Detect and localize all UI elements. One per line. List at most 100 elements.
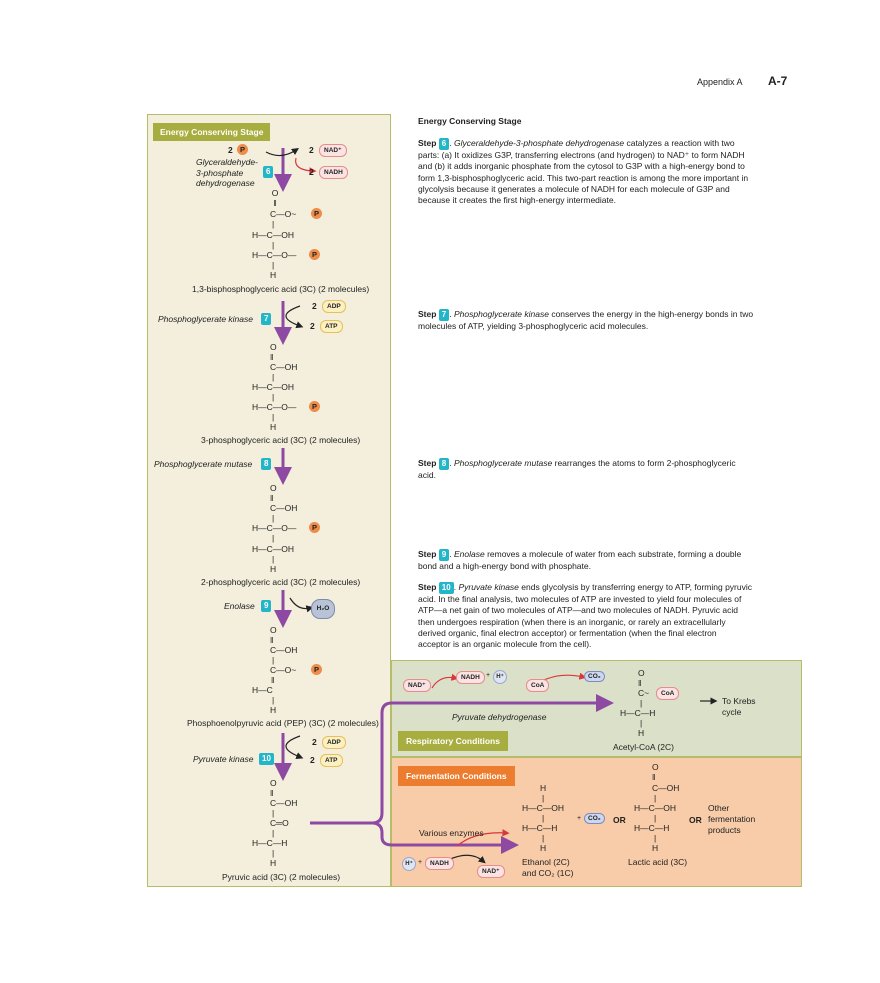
ethanol-c2: H—C—H: [522, 823, 558, 833]
resp-coa-pill: CoA: [526, 679, 550, 692]
ethanol-bond1: |: [542, 793, 545, 803]
mol2-bond3: |: [272, 412, 275, 422]
mol2-o: O‖: [270, 342, 277, 362]
resp-h-ion: H⁺: [493, 670, 507, 684]
nadh-pill: NADH: [319, 166, 348, 179]
acetyl-bond1: |: [640, 698, 643, 708]
mol2-h: H: [270, 422, 277, 432]
mol1-name: 1,3-bisphosphoglyceric acid (3C) (2 mole…: [192, 284, 370, 294]
resp-co2: CO₂: [584, 671, 605, 682]
coef-nadh: 2: [309, 167, 314, 177]
mol5-c3: H—C—H: [252, 838, 288, 848]
mol2-bond1: |: [272, 372, 275, 382]
mol3-c3: H—C—OH: [252, 544, 295, 554]
step-badge-9: 9: [261, 600, 272, 612]
atp-pill-7: ATP: [320, 320, 343, 333]
mol4-c1: C—OH: [270, 645, 298, 655]
mol2-c1: C—OH: [270, 362, 298, 372]
mol2-c3: H—C—O—: [252, 402, 297, 412]
mol3-h: H: [270, 564, 277, 574]
mol5-c1: C—OH: [270, 798, 298, 808]
other-products: Other fermentation products: [708, 803, 756, 835]
ethanol-name: Ethanol (2C) and CO₂ (1C): [522, 857, 574, 878]
ethanol-c1: H—C—OH: [522, 803, 565, 813]
acetyl-name: Acetyl-CoA (2C): [613, 742, 674, 752]
mol3-bond2: |: [272, 533, 275, 543]
coef-adp-10: 2: [312, 737, 317, 747]
lactic-h: H: [652, 843, 659, 853]
mol5-o: O‖: [270, 778, 277, 798]
stage-label: Energy Conserving Stage: [153, 123, 271, 141]
page-number: A-7: [768, 74, 788, 88]
right-title: Energy Conserving Stage: [418, 116, 522, 126]
phosphate-p-mol3: P: [309, 522, 320, 533]
ethanol-h-top: H: [540, 783, 547, 793]
acetyl-c2: H—C—H: [620, 708, 656, 718]
mol4-bond3: |: [272, 695, 275, 705]
various-enzymes: Various enzymes: [419, 828, 484, 838]
mol1-bond1: |: [272, 219, 275, 229]
resp-nadh-pill: NADH: [456, 671, 485, 684]
coef-adp-7: 2: [312, 301, 317, 311]
fermentation-label: Fermentation Conditions: [398, 766, 515, 786]
mol1-c3: H—C—O—: [252, 250, 297, 260]
mol1-structure: O ‖: [271, 188, 279, 208]
acetyl-h: H: [638, 728, 645, 738]
mol5-bond3: |: [272, 848, 275, 858]
phosphate-p-mol1a: P: [311, 208, 322, 219]
enzyme-step10: Pyruvate kinase: [193, 754, 254, 764]
mol4-c3: H—C: [252, 685, 273, 695]
step-badge-6: 6: [263, 166, 274, 178]
coef-atp-7: 2: [310, 321, 315, 331]
lactic-o: O‖: [652, 762, 659, 782]
lactic-bond2: |: [654, 813, 657, 823]
adp-pill-7: ADP: [322, 300, 346, 313]
mol1-bond2: |: [272, 240, 275, 250]
lactic-c1: C—OH: [652, 783, 680, 793]
mol5-bond2: |: [272, 828, 275, 838]
lactic-bond1: |: [654, 793, 657, 803]
phosphate-p-mol1b: P: [309, 249, 320, 260]
adp-pill-10: ADP: [322, 736, 346, 749]
mol4-c2: C—O~: [270, 665, 297, 675]
resp-enzyme: Pyruvate dehydrogenase: [452, 712, 547, 722]
atp-pill-10: ATP: [320, 754, 343, 767]
mol4-h: H: [270, 705, 277, 715]
mol3-bond1: |: [272, 513, 275, 523]
acetyl-coa-pill: CoA: [656, 687, 680, 700]
ferm-plus: +: [418, 859, 423, 866]
phosphate-p-step6: P: [237, 144, 248, 155]
mol3-bond3: |: [272, 554, 275, 564]
mol2-bond2: |: [272, 392, 275, 402]
ferm-nadh-pill: NADH: [425, 857, 454, 870]
acetyl-o: O‖: [638, 668, 645, 688]
ethanol-h-bottom: H: [540, 843, 547, 853]
mol4-bond1: |: [272, 655, 275, 665]
mol1-c1: C—O~: [270, 209, 297, 219]
mol3-c2: H—C—O—: [252, 523, 297, 533]
mol3-o: O‖: [270, 483, 277, 503]
nad-pill: NAD⁺: [319, 144, 347, 157]
phosphate-p-mol2: P: [309, 401, 320, 412]
acetyl-bond2: |: [640, 718, 643, 728]
step-badge-8: 8: [261, 458, 272, 470]
enzyme-step7: Phosphoglycerate kinase: [158, 314, 253, 324]
step10-text: Step 10. Pyruvate kinase ends glycolysis…: [418, 582, 752, 650]
mol5-bond1: |: [272, 808, 275, 818]
mol5-c2: C═O: [270, 818, 289, 828]
mol5-h: H: [270, 858, 277, 868]
coef-nad: 2: [309, 145, 314, 155]
resp-nad-pill: NAD⁺: [403, 679, 431, 692]
or-1: OR: [613, 815, 626, 825]
mol2-name: 3-phosphoglyceric acid (3C) (2 molecules…: [201, 435, 361, 445]
mol1-c2: H—C—OH: [252, 230, 295, 240]
mol3-name: 2-phosphoglyceric acid (3C) (2 molecules…: [201, 577, 361, 587]
acetyl-c1: C~: [638, 688, 650, 698]
ethanol-bond3: |: [542, 833, 545, 843]
step6-text: Step 6. Glyceraldehyde-3-phosphate dehyd…: [418, 138, 749, 206]
enzyme-step6: Glyceraldehyde- 3-phosphate dehydrogenas…: [196, 157, 258, 188]
lactic-bond3: |: [654, 833, 657, 843]
resp-plus: +: [486, 672, 491, 679]
mol3-c1: C—OH: [270, 503, 298, 513]
